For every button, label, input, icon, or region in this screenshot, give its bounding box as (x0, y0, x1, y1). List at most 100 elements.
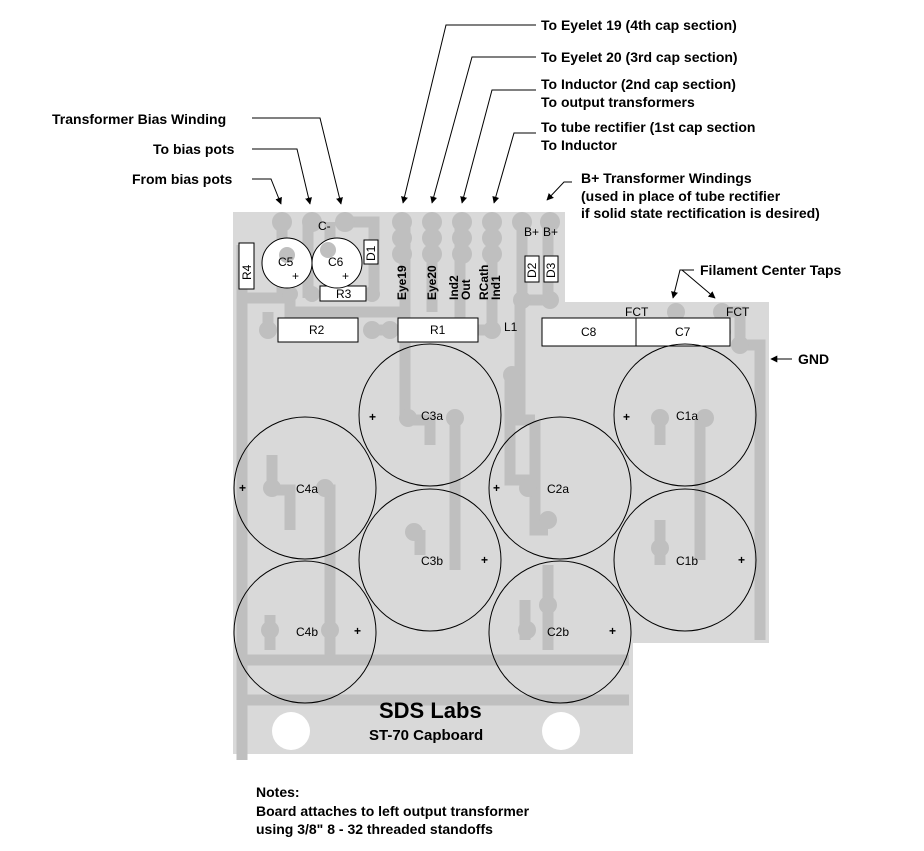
c4a-capacitor (233, 416, 377, 560)
label-c1a: C1a (676, 409, 698, 423)
pad (667, 303, 685, 321)
label-c2b: C2b (547, 625, 569, 639)
label-r4: R4 (240, 264, 254, 280)
label-c5-plus: + (292, 269, 299, 283)
pad (316, 479, 334, 497)
label-c5: C5 (278, 255, 294, 269)
label-ind2: Ind2 (447, 275, 461, 300)
pad (335, 212, 355, 232)
label-d1: D1 (364, 245, 378, 261)
notes: Notes: Board attaches to left output tra… (256, 784, 530, 837)
c8-capacitor (541, 317, 637, 347)
pad (261, 621, 279, 639)
d1-diode (363, 239, 379, 265)
pad (422, 244, 442, 264)
pad (422, 212, 442, 232)
pads (259, 212, 749, 384)
callouts: To Eyelet 19 (4th cap section) To Eyelet… (52, 17, 842, 367)
plus-c1b: + (738, 553, 745, 567)
label-bplus-1: B+ (524, 225, 539, 239)
pad (282, 286, 298, 302)
label-d2: D2 (525, 262, 539, 278)
board-title: SDS Labs (379, 698, 482, 723)
pad (259, 321, 277, 339)
pad (381, 321, 399, 339)
callout-to-bias-pots: To bias pots (153, 141, 235, 157)
pad (320, 242, 336, 258)
pad (539, 511, 557, 529)
pad (540, 212, 560, 232)
pad (512, 212, 532, 232)
pad (272, 212, 292, 232)
callout-bplus-1: B+ Transformer Windings (581, 170, 752, 186)
label-c1b: C1b (676, 554, 698, 568)
callout-filament: Filament Center Taps (700, 262, 842, 278)
callout-bplus-2: (used in place of tube rectifier (581, 188, 781, 204)
pad (392, 228, 412, 248)
pad (452, 244, 472, 264)
pad (518, 621, 536, 639)
pad (696, 409, 714, 427)
label-ind1: Ind1 (489, 275, 503, 300)
plus-c3a: + (369, 410, 376, 424)
label-c7: C7 (675, 325, 691, 339)
label-c6-plus: + (342, 269, 349, 283)
pad (302, 212, 322, 232)
label-d3: D3 (544, 262, 558, 278)
pad (304, 286, 320, 302)
c7-capacitor (635, 317, 731, 347)
small-components (238, 237, 731, 347)
pad (263, 479, 281, 497)
callout-rectifier-1: To tube rectifier (1st cap section (541, 119, 755, 135)
label-rcath: RCath (477, 265, 491, 300)
label-c2a: C2a (547, 482, 569, 496)
label-c6: C6 (328, 255, 344, 269)
d3-diode (543, 255, 559, 283)
pad (651, 539, 669, 557)
pad (713, 303, 731, 321)
plus-c4b: + (354, 624, 361, 638)
pad (321, 621, 339, 639)
label-c4a: C4a (296, 482, 318, 496)
label-bplus-2: B+ (543, 225, 558, 239)
label-r1: R1 (430, 323, 446, 337)
plus-c4a: + (239, 481, 246, 495)
callout-gnd: GND (798, 351, 829, 367)
pad (482, 244, 502, 264)
label-c8: C8 (581, 325, 597, 339)
callout-eyelet20: To Eyelet 20 (3rd cap section) (541, 49, 738, 65)
pad (399, 409, 417, 427)
plus-c1a: + (623, 410, 630, 424)
c1a-capacitor (613, 343, 757, 487)
c2b-capacitor (488, 560, 632, 704)
pad (364, 286, 380, 302)
mounting-hole (542, 712, 580, 750)
label-fct-1: FCT (625, 305, 649, 319)
r1-resistor (397, 317, 479, 343)
plus-c2b: + (609, 624, 616, 638)
c1b-capacitor (613, 488, 757, 632)
pad (452, 212, 472, 232)
notes-heading: Notes: (256, 784, 300, 800)
callout-bplus-3: if solid state rectification is desired) (581, 205, 820, 221)
label-r3: R3 (336, 287, 352, 301)
notes-line-1: Board attaches to left output transforme… (256, 803, 530, 819)
pad (452, 228, 472, 248)
label-c-minus: C- (318, 219, 331, 233)
pad (539, 596, 557, 614)
callout-eyelet19: To Eyelet 19 (4th cap section) (541, 17, 737, 33)
label-c4b: C4b (296, 625, 318, 639)
pad (503, 366, 521, 384)
label-l1: L1 (504, 320, 518, 334)
label-eye20: Eye20 (425, 265, 439, 300)
callout-inductor-1: To Inductor (2nd cap section) (541, 76, 736, 92)
plus-c3b: + (481, 553, 488, 567)
silkscreen-labels: C- C5 C6 + + R4 D1 R3 R2 R1 L1 Eye19 Eye… (239, 219, 750, 639)
callout-bias-winding: Transformer Bias Winding (52, 111, 226, 127)
callout-rectifier-2: To Inductor (541, 137, 617, 153)
label-fct-2: FCT (726, 305, 750, 319)
callout-inductor-2: To output transformers (541, 94, 695, 110)
c2a-capacitor (488, 416, 632, 560)
c3b-capacitor (358, 488, 502, 632)
pad (422, 228, 442, 248)
